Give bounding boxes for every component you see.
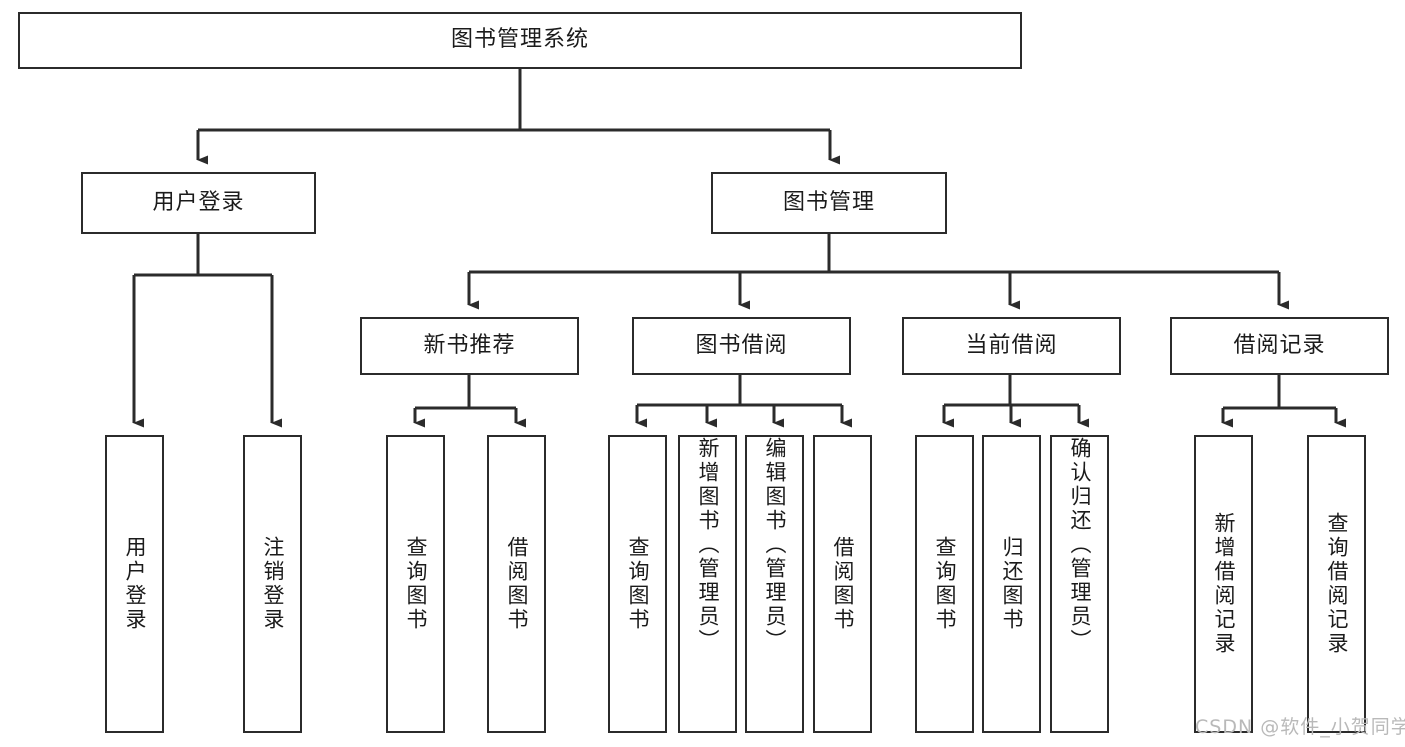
node-leaf-user-login[interactable]: 用户登录: [105, 435, 164, 733]
node-leaf-edit-book[interactable]: 编辑图书（管理员）: [745, 435, 804, 733]
node-book-manage-label: 图书管理: [782, 189, 875, 215]
node-new-book-recommend-label: 新书推荐: [423, 332, 516, 358]
node-leaf-query-record[interactable]: 查询借阅记录: [1307, 435, 1366, 733]
csdn-watermark: CSDN @软件_小贺同学: [1195, 716, 1405, 738]
node-root-label: 图书管理系统: [450, 27, 589, 53]
node-leaf-add-record-label: 新增借阅记录: [1212, 512, 1237, 656]
node-leaf-logout-login-label: 注销登录: [261, 536, 286, 632]
node-book-manage[interactable]: 图书管理: [711, 172, 947, 234]
node-leaf-return-book-label: 归还图书: [1000, 536, 1025, 632]
node-leaf-query-record-label: 查询借阅记录: [1325, 512, 1350, 656]
node-user-login[interactable]: 用户登录: [81, 172, 316, 234]
node-leaf-add-book[interactable]: 新增图书（管理员）: [678, 435, 737, 733]
node-leaf-confirm-return[interactable]: 确认归还（管理员）: [1050, 435, 1109, 733]
node-new-book-recommend[interactable]: 新书推荐: [360, 317, 579, 375]
node-borrow-record[interactable]: 借阅记录: [1170, 317, 1389, 375]
node-leaf-borrow-book-2[interactable]: 借阅图书: [813, 435, 872, 733]
node-book-borrow-label: 图书借阅: [695, 332, 788, 358]
node-leaf-borrow-book-1-label: 借阅图书: [505, 536, 530, 632]
node-leaf-query-book-2-label: 查询图书: [626, 536, 651, 632]
node-leaf-query-book-2[interactable]: 查询图书: [608, 435, 667, 733]
node-leaf-add-record[interactable]: 新增借阅记录: [1194, 435, 1253, 733]
node-leaf-query-book-1-label: 查询图书: [404, 536, 429, 632]
node-leaf-confirm-return-label: 确认归还（管理员）: [1068, 437, 1093, 653]
node-leaf-query-book-3-label: 查询图书: [933, 536, 958, 632]
node-root[interactable]: 图书管理系统: [18, 12, 1022, 69]
node-leaf-user-login-label: 用户登录: [123, 536, 148, 632]
node-leaf-query-book-3[interactable]: 查询图书: [915, 435, 974, 733]
node-leaf-borrow-book-1[interactable]: 借阅图书: [487, 435, 546, 733]
node-book-borrow[interactable]: 图书借阅: [632, 317, 851, 375]
node-leaf-borrow-book-2-label: 借阅图书: [831, 536, 856, 632]
node-user-login-label: 用户登录: [152, 189, 245, 215]
node-leaf-add-book-label: 新增图书（管理员）: [696, 437, 721, 653]
node-leaf-return-book[interactable]: 归还图书: [982, 435, 1041, 733]
node-leaf-query-book-1[interactable]: 查询图书: [386, 435, 445, 733]
node-borrow-record-label: 借阅记录: [1233, 332, 1326, 358]
node-leaf-logout-login[interactable]: 注销登录: [243, 435, 302, 733]
node-current-borrow[interactable]: 当前借阅: [902, 317, 1121, 375]
node-current-borrow-label: 当前借阅: [965, 332, 1058, 358]
node-leaf-edit-book-label: 编辑图书（管理员）: [763, 437, 788, 653]
